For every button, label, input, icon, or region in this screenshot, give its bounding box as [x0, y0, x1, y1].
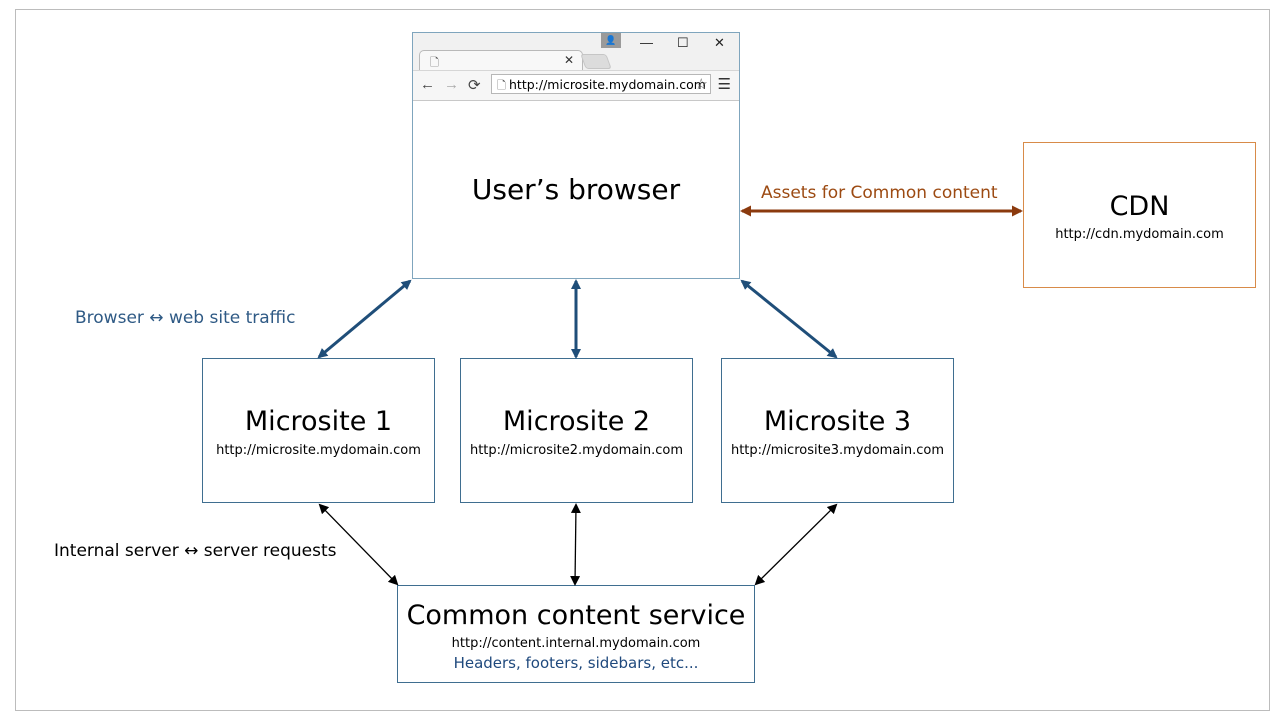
browser-microsite1-arrow: [317, 279, 412, 359]
browser-microsite3-arrow: [740, 279, 838, 359]
browser-chrome: 🗋 ✕ 👤 — ☐ ✕ ← → ⟳ 🗋 http://microsite.myd…: [413, 33, 739, 101]
browser-tab[interactable]: 🗋 ✕: [419, 50, 583, 71]
common-title: Common content service: [406, 600, 746, 631]
internal-requests-label: Internal server ↔ server requests: [54, 541, 337, 561]
microsite-title: Microsite 3: [763, 406, 912, 437]
assets-label: Assets for Common content: [761, 183, 998, 203]
menu-icon[interactable]: ☰: [717, 76, 731, 93]
cdn-box: CDN http://cdn.mydomain.com: [1023, 142, 1256, 288]
microsite-url: http://microsite2.mydomain.com: [469, 443, 684, 458]
forward-icon[interactable]: →: [444, 76, 459, 93]
maximize-icon[interactable]: ☐: [677, 35, 689, 50]
common-content-box: Common content service http://content.in…: [397, 585, 755, 683]
microsite-3-box: Microsite 3 http://microsite3.mydomain.c…: [721, 358, 954, 503]
microsite-url: http://microsite.mydomain.com: [216, 443, 421, 458]
address-bar[interactable]: 🗋 http://microsite.mydomain.com ☆: [491, 74, 711, 94]
microsite-url: http://microsite3.mydomain.com: [730, 443, 945, 458]
microsite3-common-arrow: [754, 503, 838, 586]
diagram-frame: [15, 9, 1270, 711]
browser-title: User’s browser: [471, 173, 681, 206]
cdn-title: CDN: [1109, 191, 1170, 222]
close-icon[interactable]: ✕: [563, 53, 574, 67]
microsite-title: Microsite 2: [502, 406, 651, 437]
microsite-2-box: Microsite 2 http://microsite2.mydomain.c…: [460, 358, 693, 503]
star-icon[interactable]: ☆: [694, 76, 708, 93]
profile-icon[interactable]: 👤: [601, 33, 621, 48]
browser-traffic-label: Browser ↔ web site traffic: [75, 308, 296, 328]
address-text: http://microsite.mydomain.com: [509, 77, 706, 92]
microsite-title: Microsite 1: [244, 406, 393, 437]
microsite1-common-arrow: [318, 503, 399, 586]
page-icon: 🗋: [430, 57, 439, 69]
reload-icon[interactable]: ⟳: [468, 77, 481, 94]
back-icon[interactable]: ←: [420, 76, 435, 93]
common-subtitle: Headers, footers, sidebars, etc...: [453, 654, 699, 672]
cdn-url: http://cdn.mydomain.com: [1055, 227, 1224, 242]
browser-toolbar: ← → ⟳ 🗋 http://microsite.mydomain.com ☆ …: [413, 70, 739, 101]
minimize-icon[interactable]: —: [640, 35, 653, 50]
page-icon: 🗋: [497, 80, 506, 92]
microsite-1-box: Microsite 1 http://microsite.mydomain.co…: [202, 358, 435, 503]
users-browser-window: 🗋 ✕ 👤 — ☐ ✕ ← → ⟳ 🗋 http://microsite.myd…: [412, 32, 740, 279]
microsite2-common-arrow: [570, 503, 581, 586]
common-url: http://content.internal.mydomain.com: [451, 636, 701, 651]
close-window-icon[interactable]: ✕: [714, 35, 725, 50]
